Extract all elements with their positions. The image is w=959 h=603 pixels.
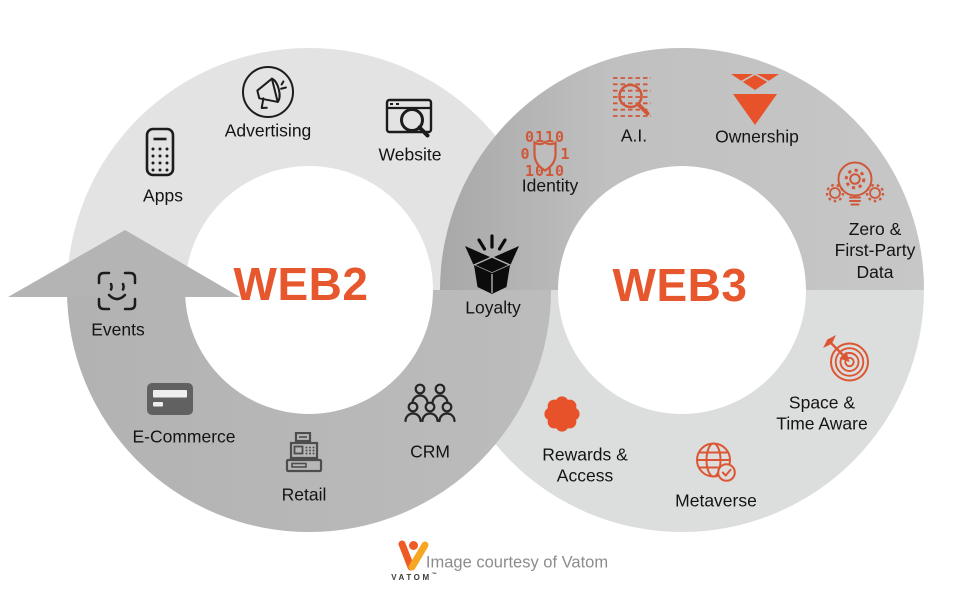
web2-label-ecommerce: E-Commerce — [132, 426, 236, 447]
smartphone-icon — [142, 124, 178, 180]
svg-text:0: 0 — [520, 145, 529, 163]
web3-label-zero-first-party-data: Zero & First-Party Data — [834, 218, 916, 282]
web3-label-ownership: Ownership — [715, 126, 799, 147]
gem-icon — [728, 72, 782, 126]
web2-label-apps: Apps — [143, 185, 183, 206]
vatom-logo-icon — [393, 540, 433, 572]
people-group-icon — [402, 382, 458, 434]
image-credit: Image courtesy of Vatom — [425, 553, 609, 572]
web2-label-retail: Retail — [281, 484, 327, 505]
web2-ring-dark-half — [67, 290, 551, 532]
credit-card-icon — [145, 380, 195, 418]
megaphone-icon — [241, 65, 296, 120]
open-box-icon — [461, 232, 523, 302]
data-magnifier-icon — [606, 71, 658, 123]
vatom-wordmark: VATOM™ — [391, 572, 437, 582]
web3-label-ai: A.I. — [620, 125, 648, 146]
vatom-wordmark-text: VATOM — [391, 572, 432, 582]
web3-label-identity: Identity — [521, 175, 579, 196]
face-id-icon — [92, 266, 142, 316]
target-arrow-icon — [820, 332, 876, 388]
flow-arrowhead — [8, 230, 240, 297]
badge-icon — [538, 390, 586, 438]
globe-clock-icon — [688, 437, 744, 489]
web2-label-events: Events — [91, 319, 145, 340]
web3-label-metaverse: Metaverse — [675, 490, 757, 511]
vatom-trademark: ™ — [431, 572, 437, 579]
center-label-loyalty: Loyalty — [465, 297, 521, 318]
web2-label-website: Website — [378, 144, 442, 165]
gears-bulb-icon — [825, 156, 885, 212]
svg-text:1: 1 — [560, 145, 569, 163]
shield-binary-icon: 0110 0 1 1010 — [516, 125, 574, 180]
web3-label-rewards-access: Rewards & Access — [542, 444, 628, 486]
browser-search-icon — [382, 95, 436, 143]
web3-label-space-time-aware: Space & Time Aware — [776, 392, 868, 434]
web2-label-advertising: Advertising — [224, 120, 312, 141]
web3-ring-dark-half — [440, 48, 924, 290]
cash-register-icon — [278, 431, 330, 484]
web3-title: WEB3 — [612, 259, 748, 311]
web2-label-crm: CRM — [410, 441, 450, 462]
web2-title: WEB2 — [233, 258, 369, 310]
